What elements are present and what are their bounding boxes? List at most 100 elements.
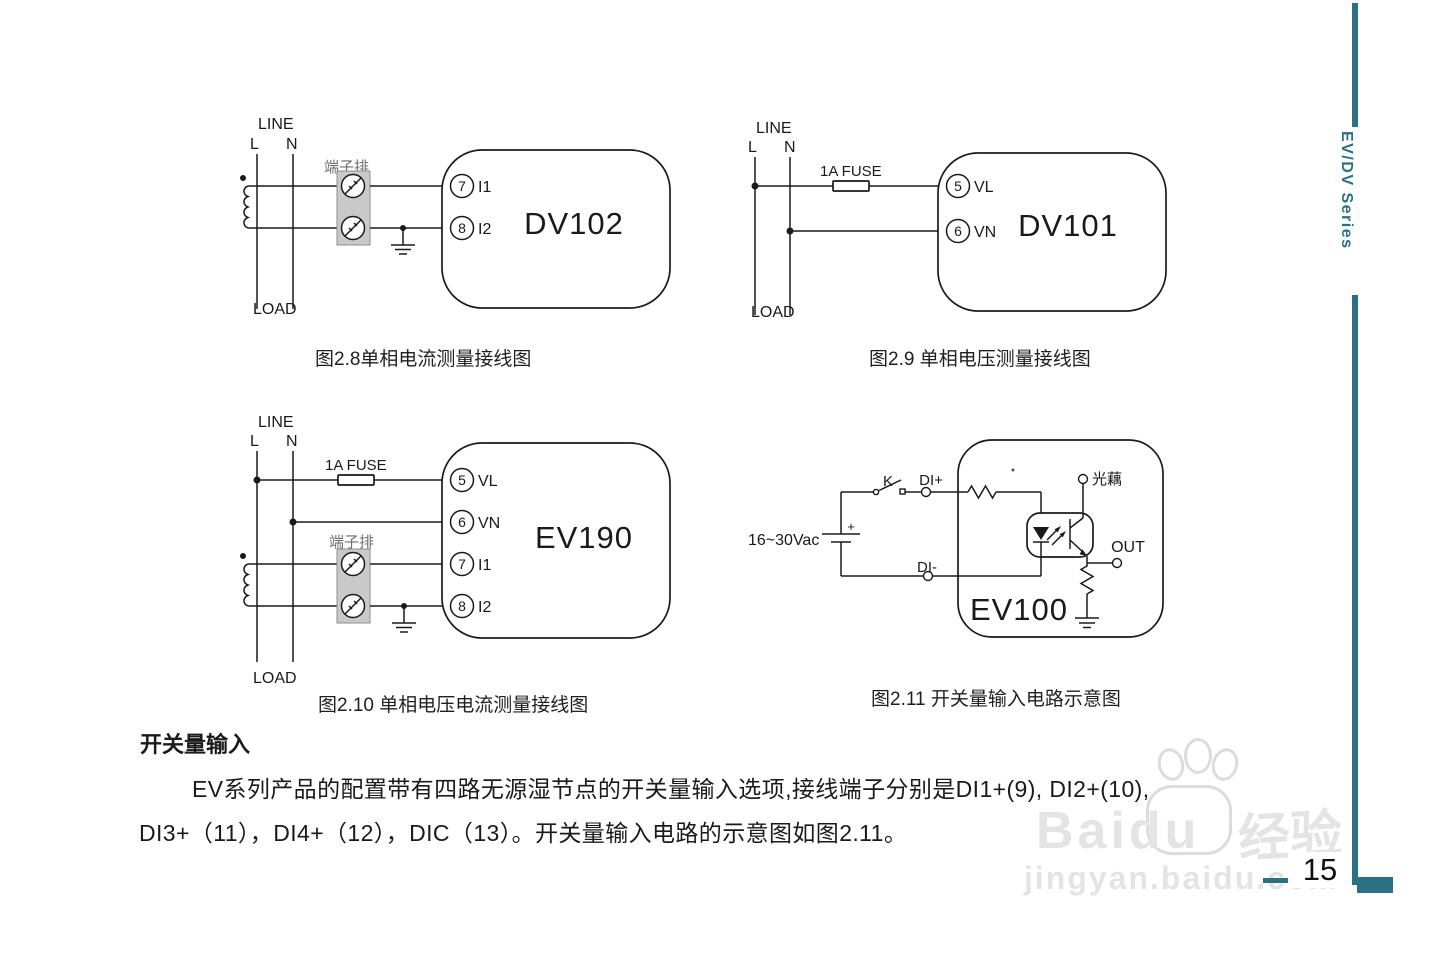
di-plus-terminal: DI+ xyxy=(919,472,943,498)
input-resistor xyxy=(967,484,997,500)
load-label: LOAD xyxy=(253,301,297,318)
di-minus-terminal: DI- xyxy=(841,559,1041,582)
ev190-port-8: 8 I2 xyxy=(449,593,491,619)
load-label: LOAD xyxy=(253,670,297,687)
fuse-label: 1A FUSE xyxy=(325,457,387,474)
body-text-line-2: DI3+（11），DI4+（12），DIC（13）。开关量输入电路的示意图如图2… xyxy=(139,820,908,846)
diagram-ev100: EV100 16~30Vac + K DI+ xyxy=(748,439,1164,638)
opto-label: 光藕 xyxy=(1092,471,1122,488)
n-label: N xyxy=(286,433,298,450)
ev190-device: 5 VL 6 VN 7 I1 8 I2 EV190 xyxy=(441,442,671,639)
caption-fig-2-11: 图2.11 开关量输入电路示意图 xyxy=(871,689,1121,710)
line-label: LINE xyxy=(258,116,294,133)
stray-dot xyxy=(1011,468,1015,472)
switch-k: K xyxy=(841,473,921,496)
dv102-port-8: 8 I2 xyxy=(449,215,491,241)
dv101-port-5: 5 VL xyxy=(945,173,994,199)
dv101-supply-lines: LINE L N LOAD xyxy=(748,120,796,321)
port-number: 8 xyxy=(458,598,466,614)
device-name: DV101 xyxy=(1018,208,1118,243)
l-label: L xyxy=(250,433,259,450)
fuse-symbol: 1A FUSE xyxy=(820,163,882,192)
dv101-device: 5 VL 6 VN DV101 xyxy=(937,152,1167,312)
diagram-dv101: LINE L N LOAD 1A FUSE 5 VL 6 VN xyxy=(748,120,1167,321)
paw-toe-icon xyxy=(1154,745,1188,784)
optocoupler xyxy=(1026,512,1094,576)
load-label: LOAD xyxy=(751,304,795,321)
sidebar-rule-top xyxy=(1352,3,1358,127)
port-name: I2 xyxy=(478,221,491,238)
out-label: OUT xyxy=(1111,539,1145,556)
watermark-brand: Baidu xyxy=(1036,802,1201,860)
sidebar-rule-bottom xyxy=(1352,295,1358,885)
diagram-ev190: LINE L N LOAD 1A FUSE 端子排 xyxy=(240,414,671,687)
port-number: 6 xyxy=(458,514,466,530)
body-text-line-1: EV系列产品的配置带有四路无源湿节点的开关量输入选项,接线端子分别是DI1+(9… xyxy=(192,776,1150,802)
screw-terminal-icon xyxy=(340,215,366,241)
ev190-supply-lines: LINE L N LOAD xyxy=(250,414,298,687)
ev190-port-7: 7 I1 xyxy=(449,551,491,577)
paw-toe-icon xyxy=(1208,745,1242,784)
line-label: LINE xyxy=(258,414,294,431)
l-label: L xyxy=(250,136,259,153)
footer-bar xyxy=(1357,877,1393,893)
ground-symbol-icon xyxy=(392,603,416,633)
dv102-terminal-strip: 端子排 xyxy=(324,159,371,246)
ev190-port-5: 5 VL xyxy=(449,467,498,493)
port-name: VN xyxy=(974,224,996,241)
paw-pad-icon xyxy=(1146,785,1232,855)
paw-toe-icon xyxy=(1184,738,1212,774)
switch-label: K xyxy=(883,473,893,490)
source-label: 16~30Vac xyxy=(748,532,819,549)
fuse-symbol: 1A FUSE xyxy=(325,457,387,486)
ac-source: 16~30Vac + xyxy=(748,492,860,576)
screw-terminal-icon xyxy=(340,173,366,199)
di-plus-label: DI+ xyxy=(919,472,943,489)
line-label: LINE xyxy=(756,120,792,137)
diagram-dv102: LINE L N LOAD 端子排 xyxy=(240,116,671,318)
screw-terminal-icon xyxy=(340,551,366,577)
port-name: VN xyxy=(478,515,500,532)
port-number: 7 xyxy=(458,556,466,572)
port-name: I1 xyxy=(478,179,491,196)
port-name: I2 xyxy=(478,599,491,616)
screw-terminal-icon xyxy=(340,593,366,619)
section-heading: 开关量输入 xyxy=(140,732,251,757)
port-number: 5 xyxy=(458,472,466,488)
pulldown-resistor xyxy=(1079,563,1095,595)
ground-symbol-icon xyxy=(391,225,415,255)
port-name: VL xyxy=(478,473,498,490)
l-label: L xyxy=(748,139,757,156)
port-name: I1 xyxy=(478,557,491,574)
device-name: DV102 xyxy=(524,206,624,241)
ev190-port-6: 6 VN xyxy=(449,509,500,535)
dv101-port-6: 6 VN xyxy=(945,218,996,244)
page-number: 15 xyxy=(1288,852,1352,888)
led-icon xyxy=(1033,527,1049,540)
dv102-supply-lines: LINE L N LOAD xyxy=(250,116,298,318)
device-name: EV100 xyxy=(970,592,1068,627)
port-number: 6 xyxy=(954,223,962,239)
ev190-ct-coil xyxy=(240,553,251,607)
phototransistor-icon xyxy=(1069,517,1087,556)
port-number: 7 xyxy=(458,178,466,194)
dv102-device: 7 I1 8 I2 DV102 xyxy=(441,149,671,309)
fuse-label: 1A FUSE xyxy=(820,163,882,180)
port-name: VL xyxy=(974,179,994,196)
caption-fig-2-8: 图2.8单相电流测量接线图 xyxy=(315,349,532,370)
dv102-ct-coil xyxy=(240,175,251,229)
ev190-terminal-strip: 端子排 xyxy=(329,534,374,624)
port-number: 8 xyxy=(458,220,466,236)
device-name: EV190 xyxy=(535,520,633,555)
di-minus-label: DI- xyxy=(917,559,937,576)
ground-symbol-icon xyxy=(1075,617,1099,629)
n-label: N xyxy=(784,139,796,156)
caption-fig-2-9: 图2.9 单相电压测量接线图 xyxy=(869,349,1091,370)
dv102-port-7: 7 I1 xyxy=(449,173,491,199)
n-label: N xyxy=(286,136,298,153)
out-terminal: OUT xyxy=(1086,539,1145,569)
plus-label: + xyxy=(847,519,855,534)
caption-fig-2-10: 图2.10 单相电压电流测量接线图 xyxy=(318,695,589,716)
terminal-strip-label: 端子排 xyxy=(329,534,374,551)
